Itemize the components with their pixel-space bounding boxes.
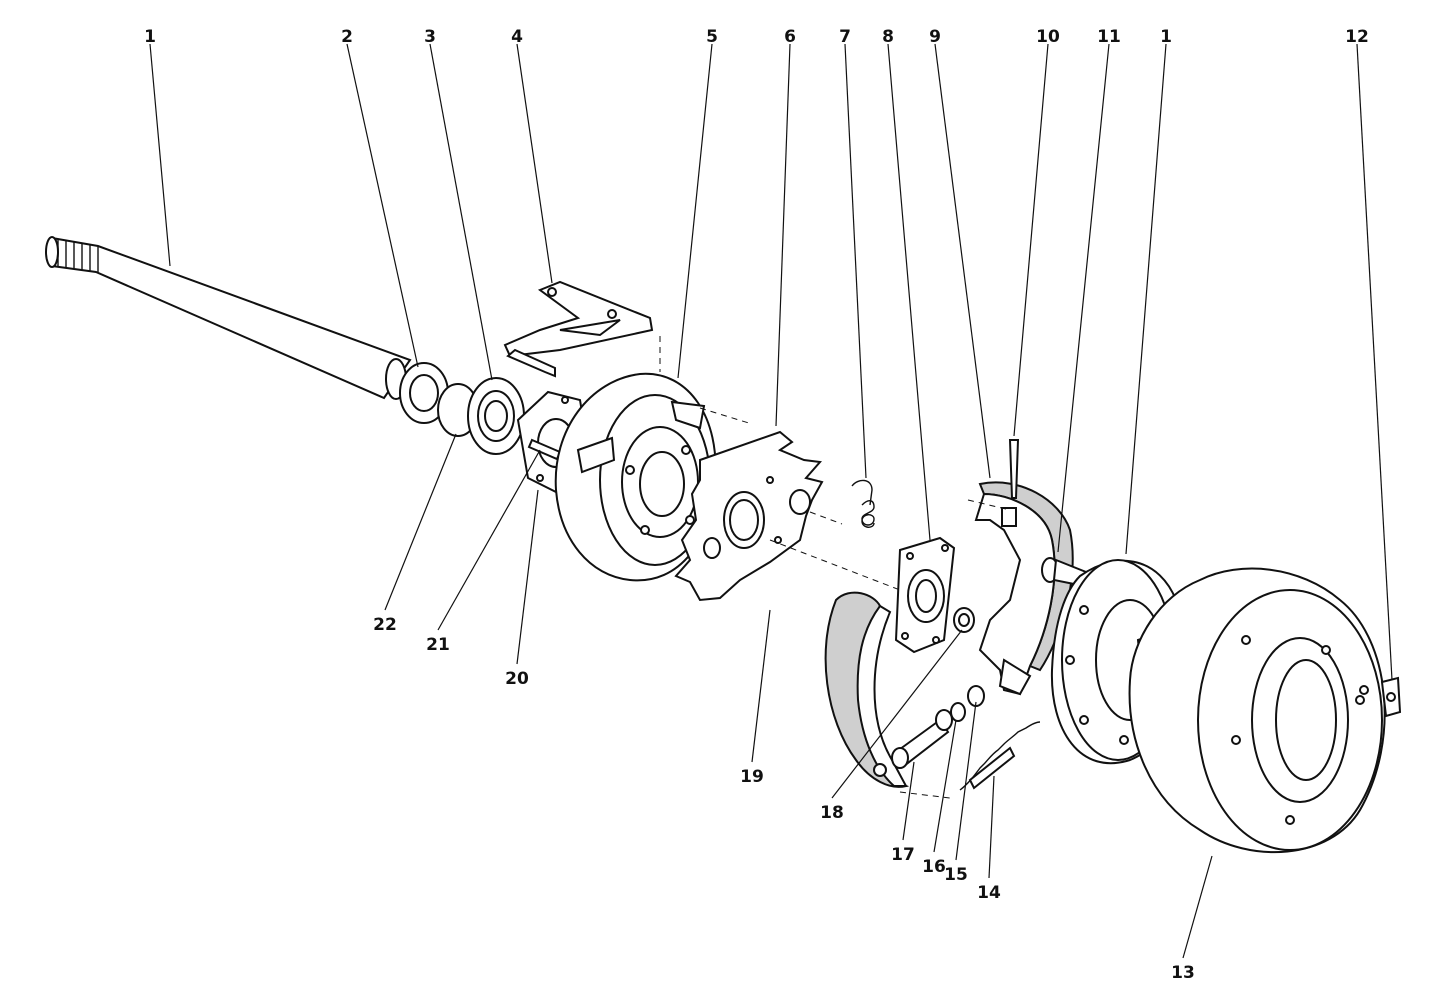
brake-shoe-lower [824,591,910,788]
anchor-plate [674,430,824,602]
callout-2: 2 [341,27,353,47]
callout-19: 19 [740,767,764,787]
callout-22: 22 [373,615,397,635]
callout-16: 16 [922,857,946,877]
backing-plate [554,372,717,582]
callout-4: 4 [511,27,523,47]
callout-20: 20 [505,669,529,689]
cover-plate [894,536,956,654]
callout-5: 5 [706,27,718,47]
callout-8: 8 [882,27,894,47]
brake-shoe-upper [974,439,1088,696]
shoe-spring [959,721,1041,791]
shoe-return-spring [851,479,875,528]
callout-13: 13 [1171,963,1195,983]
callout-10: 10 [1036,27,1060,47]
axle-shaft [45,236,412,400]
brake-drum [1128,567,1386,854]
assembly-lines [659,336,1011,799]
wheel-bearing [437,377,525,455]
callout-1-right: 1 [1160,27,1172,47]
wheel-cylinder [891,685,985,769]
callout-9: 9 [929,27,941,47]
callout-7: 7 [839,27,851,47]
callout-labels: 1 2 3 4 5 6 7 8 9 10 11 1 12 22 21 20 19… [144,27,1369,983]
callout-6: 6 [784,27,796,47]
callout-14: 14 [977,883,1001,903]
callout-17: 17 [891,845,915,865]
callout-15: 15 [944,865,968,885]
brake-lever [503,280,654,378]
callout-18: 18 [820,803,844,823]
adjuster-nut [953,607,975,633]
callout-12: 12 [1345,27,1369,47]
callout-1-left: 1 [144,27,156,47]
callout-21: 21 [426,635,450,655]
callout-11: 11 [1097,27,1121,47]
wheel-nut [1380,676,1402,718]
callout-3: 3 [424,27,436,47]
leader-lines [149,43,1393,959]
